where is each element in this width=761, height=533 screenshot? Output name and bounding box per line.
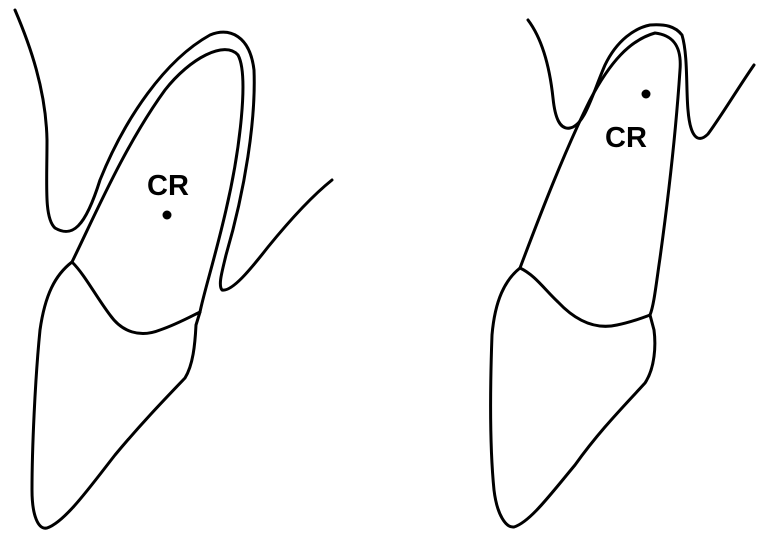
left-cementoenamel-junction [72,262,200,334]
left-crown-outline [32,262,200,528]
right-crown-outline [491,268,655,527]
right-cr-label: CR [605,122,647,154]
left-cr-label: CR [147,170,189,202]
left-bone-outer-contour [15,10,332,290]
right-tooth: CR [491,20,754,527]
right-center-of-resistance-point [642,90,651,99]
left-center-of-resistance-point [163,211,172,220]
left-tooth: CR [15,10,332,528]
right-cementoenamel-junction [520,268,650,326]
